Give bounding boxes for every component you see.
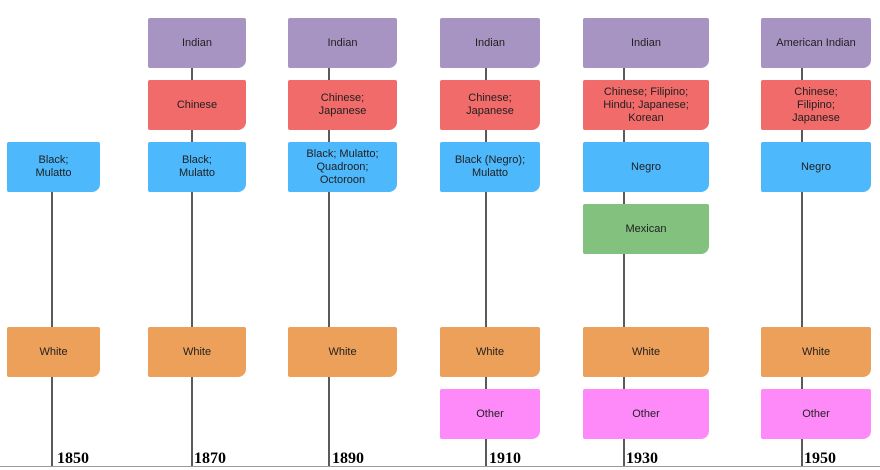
category-box-chinese: Chinese; Filipino; Hindu; Japanese; Kore… <box>583 80 709 130</box>
timeline-connector-line <box>623 43 625 466</box>
category-box-other: Other <box>440 389 540 439</box>
category-box-chinese: Chinese; Japanese <box>440 80 540 130</box>
category-box-indian: Indian <box>583 18 709 68</box>
timeline-connector-line <box>485 43 487 466</box>
category-box-mexican: Mexican <box>583 204 709 254</box>
census-year-label: 1890 <box>332 450 364 467</box>
category-box-white: White <box>583 327 709 377</box>
census-year-label: 1910 <box>489 450 521 467</box>
timeline-connector-line <box>191 43 193 466</box>
census-year-label: 1930 <box>626 450 658 467</box>
category-box-chinese: Chinese; Japanese <box>288 80 397 130</box>
census-year-label: 1950 <box>804 450 836 467</box>
category-box-black: Black; Mulatto; Quadroon; Octoroon <box>288 142 397 192</box>
category-box-black: Black; Mulatto <box>148 142 246 192</box>
category-box-white: White <box>288 327 397 377</box>
category-box-black: Negro <box>583 142 709 192</box>
category-box-chinese: Chinese; Filipino; Japanese <box>761 80 871 130</box>
census-year-label: 1870 <box>194 450 226 467</box>
category-box-black: Black; Mulatto <box>7 142 100 192</box>
census-year-label: 1850 <box>57 450 89 467</box>
category-box-black: Negro <box>761 142 871 192</box>
timeline-baseline <box>0 466 880 467</box>
timeline-connector-line <box>801 43 803 466</box>
category-box-other: Other <box>583 389 709 439</box>
category-box-white: White <box>761 327 871 377</box>
category-box-white: White <box>7 327 100 377</box>
timeline-connector-line <box>328 43 330 466</box>
category-box-indian: American Indian <box>761 18 871 68</box>
timeline-connector-line <box>51 167 53 466</box>
category-box-other: Other <box>761 389 871 439</box>
category-box-white: White <box>440 327 540 377</box>
category-box-indian: Indian <box>148 18 246 68</box>
category-box-indian: Indian <box>440 18 540 68</box>
category-box-white: White <box>148 327 246 377</box>
category-box-black: Black (Negro); Mulatto <box>440 142 540 192</box>
category-box-chinese: Chinese <box>148 80 246 130</box>
category-box-indian: Indian <box>288 18 397 68</box>
